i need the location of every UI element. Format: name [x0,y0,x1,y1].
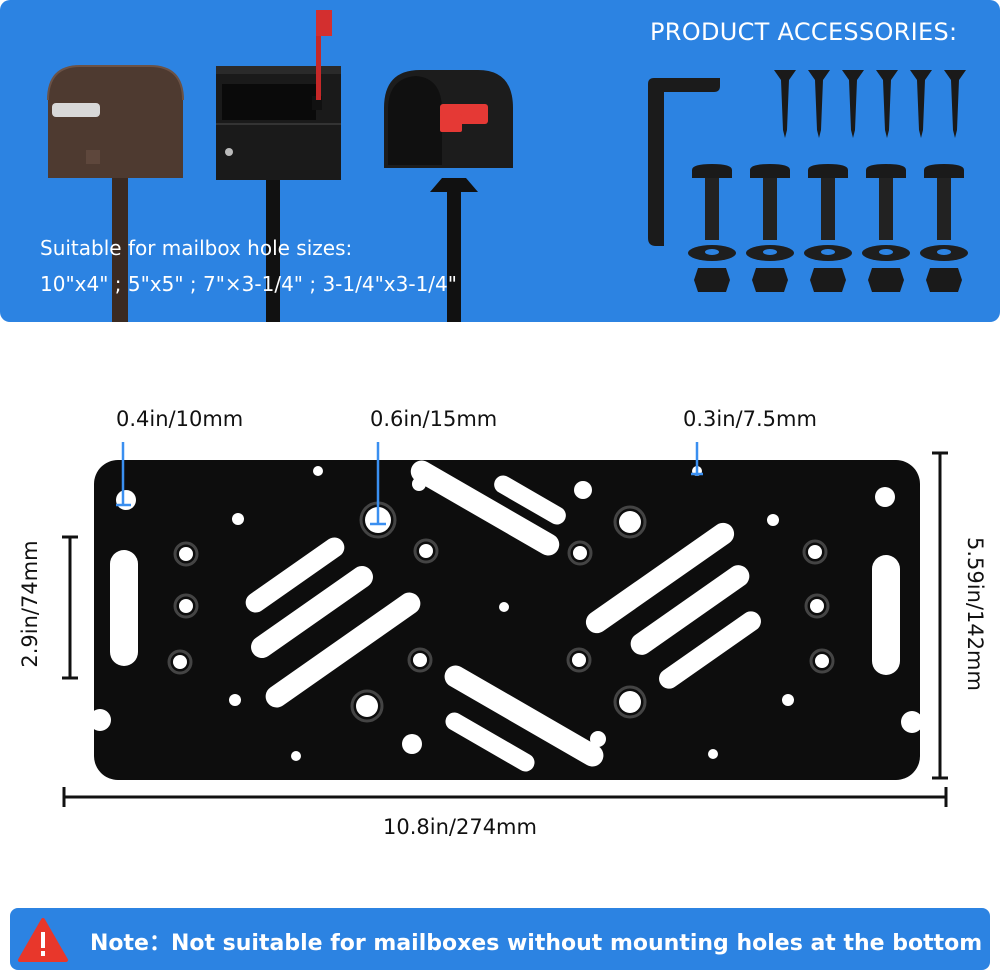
plate-holes [89,466,923,761]
wood-screw-icon [808,70,830,138]
wood-screw-icon [774,70,796,138]
hole-markers [116,442,703,526]
slot [630,565,750,655]
hole-sizes-heading: Suitable for mailbox hole sizes: [40,236,353,260]
washer-icon [920,245,968,261]
small-hole-label: 0.4in/10mm [116,407,244,431]
note-text: Note：Not suitable for mailboxes without … [90,931,983,956]
width-label: 10.8in/274mm [383,815,537,839]
dimension-lines [62,451,948,807]
right-slot [872,555,900,675]
product-illustrations [47,10,968,322]
wood-screw-icon [842,70,864,138]
washer-icon [804,245,852,261]
wood-screw-icon [944,70,966,138]
washer-icon [688,245,736,261]
large-hole-label: 0.6in/15mm [370,407,498,431]
wood-screw-icon [876,70,898,138]
nut-icon [926,268,962,292]
bolt-icon [808,164,848,240]
hole-sizes-list: 10"x4" ; 5"x5" ; 7"×3-1/4" ; 3-1/4"x3-1/… [40,272,457,296]
washer-icon [746,245,794,261]
bolt-icon [924,164,964,240]
nut-icon [694,268,730,292]
warning-icon [18,918,68,962]
product-info-panel: PRODUCT ACCESSORIES: Suitable for mailbo… [0,0,1000,322]
brown-mailbox-icon [47,65,184,322]
slot [245,537,345,613]
slot [494,475,566,525]
accessories-title: PRODUCT ACCESSORIES: [650,18,958,46]
bolt-icon [692,164,732,240]
nut-icon [810,268,846,292]
warning-icon-layer [18,918,68,962]
hex-key-icon [648,78,720,246]
slot [585,522,735,634]
plate-slots [110,460,900,772]
left-slot [110,550,138,666]
tiny-hole-label: 0.3in/7.5mm [683,407,817,431]
slot [659,611,761,689]
note-bar: Note：Not suitable for mailboxes without … [10,908,990,970]
right-height-label: 5.59in/142mm [963,537,987,691]
slot [444,665,604,767]
plate-diagram [62,442,948,807]
slot [445,712,535,772]
nut-icon [868,268,904,292]
wood-screw-icon [910,70,932,138]
bolt-icon [866,164,906,240]
black-locking-mailbox-icon [216,10,341,322]
bolt-icon [750,164,790,240]
slot [410,460,560,556]
slot [265,592,421,708]
bolts-washers-nuts [688,164,968,292]
black-classic-mailbox-icon [384,70,513,322]
nut-icon [752,268,788,292]
wood-screws-row [774,70,966,138]
slot [251,566,373,658]
washer-icon [862,245,910,261]
